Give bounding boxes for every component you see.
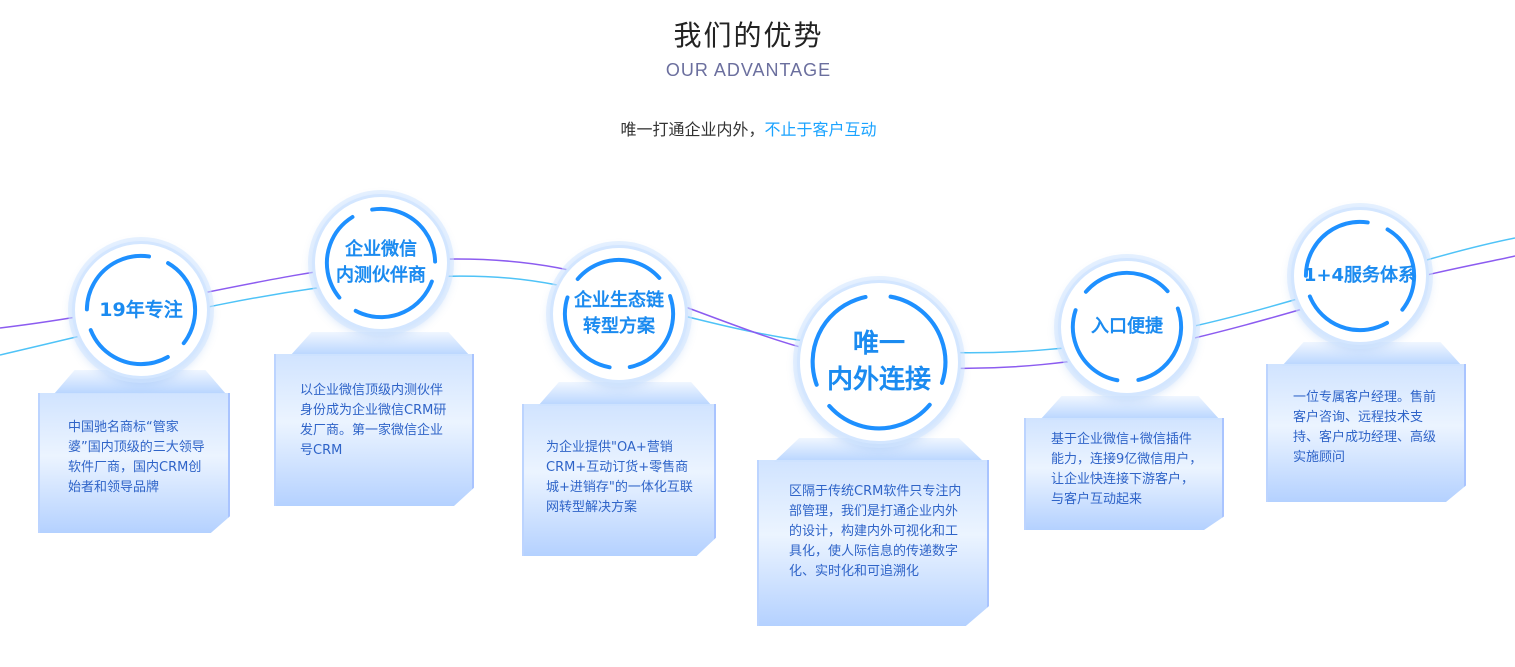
advantage-title-6: 1+4服务体系 <box>1303 265 1417 286</box>
advantage-card-3: 为企业提供"OA+营销CRM+互动订货+零售商城+进销存"的一体化互联网转型解决… <box>522 404 716 556</box>
slogan-main: 唯一打通企业内外， <box>620 120 765 139</box>
curve-purple <box>0 255 1515 370</box>
ring-arc-3 <box>562 257 676 371</box>
slogan-highlight: 不止于客户互动 <box>764 120 877 139</box>
advantage-circle-5: 入口便捷 <box>1058 258 1196 396</box>
advantage-title-4: 唯一内外连接 <box>826 329 931 395</box>
card-cap-2 <box>290 332 470 356</box>
advantage-card-1: 中国驰名商标“管家婆”国内顶级的三大领导软件厂商，国内CRM创始者和领导品牌 <box>38 393 230 533</box>
card-desc-1: 中国驰名商标“管家婆”国内顶级的三大领导软件厂商，国内CRM创始者和领导品牌 <box>68 420 205 495</box>
ring-arc-1 <box>84 253 198 367</box>
advantage-card-4: 区隔于传统CRM软件只专注内部管理，我们是打通企业内外的设计，构建内外可视化和工… <box>757 460 989 626</box>
card-desc-6: 一位专属客户经理。售前客户咨询、远程技术支持、客户成功经理、高级实施顾问 <box>1293 390 1437 465</box>
advantage-card-6: 一位专属客户经理。售前客户咨询、远程技术支持、客户成功经理、高级实施顾问 <box>1266 364 1466 502</box>
card-desc-2: 以企业微信顶级内测伙伴身份成为企业微信CRM研发厂商。第一家微信企业号CRM <box>300 383 447 458</box>
advantage-card-2: 以企业微信顶级内测伙伴身份成为企业微信CRM研发厂商。第一家微信企业号CRM <box>274 354 474 506</box>
advantage-circle-2: 企业微信内测伙伴商 <box>312 194 450 332</box>
section-title: 我们的优势 <box>673 19 824 52</box>
advantage-title-1: 19年专注 <box>99 299 183 321</box>
advantage-title-5: 入口便捷 <box>1091 316 1163 337</box>
card-cap-6 <box>1282 342 1462 366</box>
ring-arc-5 <box>1070 270 1184 384</box>
advantage-title-3: 企业生态链转型方案 <box>574 290 664 337</box>
card-cap-3 <box>538 382 712 406</box>
card-desc-4: 区隔于传统CRM软件只专注内部管理，我们是打通企业内外的设计，构建内外可视化和工… <box>789 484 962 579</box>
section-subtitle: OUR ADVANTAGE <box>665 60 832 80</box>
slogan: 唯一打通企业内外，不止于客户互动 <box>0 116 1497 140</box>
card-desc-5: 基于企业微信+微信插件能力，连接9亿微信用户，让企业快连接下游客户，与客户互动起… <box>1051 432 1203 507</box>
ring-arc-4 <box>810 293 948 431</box>
advantage-circle-3: 企业生态链转型方案 <box>550 245 688 383</box>
advantage-circle-6: 1+4服务体系 <box>1291 207 1429 345</box>
advantage-circle-4: 唯一内外连接 <box>797 280 961 444</box>
ring-arc-6 <box>1303 219 1417 333</box>
card-desc-3: 为企业提供"OA+营销CRM+互动订货+零售商城+进销存"的一体化互联网转型解决… <box>546 440 693 515</box>
ring-arc-2 <box>324 206 438 320</box>
advantage-circle-1: 19年专注 <box>72 241 210 379</box>
card-cap-5 <box>1040 396 1220 420</box>
advantage-title-2: 企业微信内测伙伴商 <box>336 239 426 286</box>
advantage-card-5: 基于企业微信+微信插件能力，连接9亿微信用户，让企业快连接下游客户，与客户互动起… <box>1024 418 1224 530</box>
curve-blue <box>0 237 1515 356</box>
